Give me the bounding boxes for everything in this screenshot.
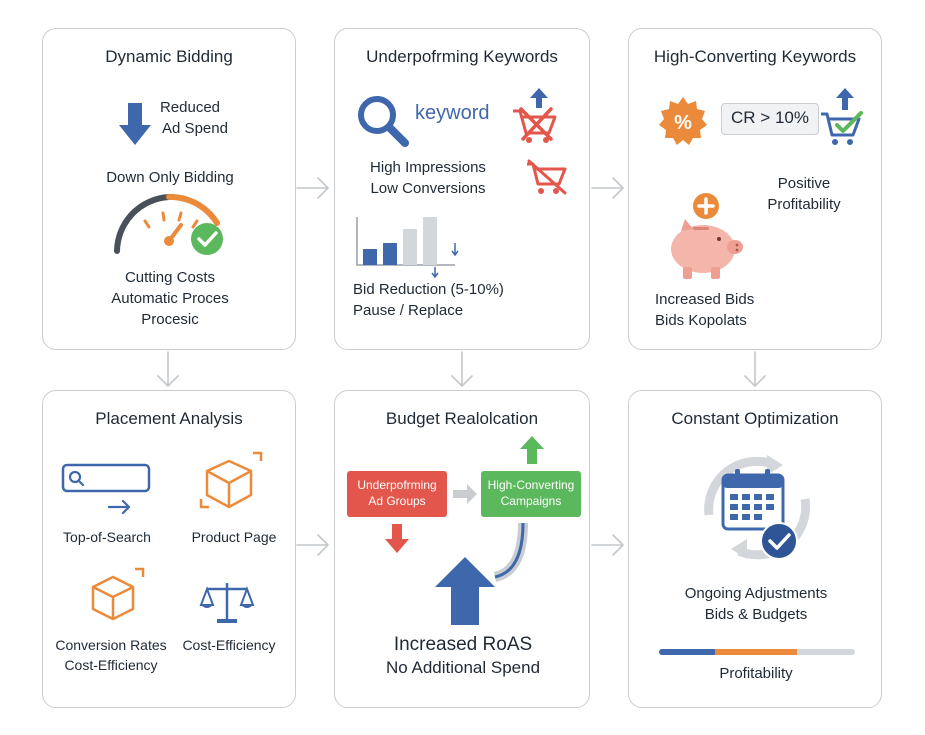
- high-box-text-2: Campaigns: [500, 494, 562, 508]
- roas-text-1: Increased RoAS: [393, 634, 533, 655]
- plus-icon: [693, 193, 719, 219]
- keyword-label: keyword: [415, 102, 490, 124]
- high-converting-campaigns-box: High-Converting Campaigns: [481, 471, 581, 517]
- box-icon: [91, 567, 145, 621]
- under-box-text-1: Underpofrming: [357, 478, 437, 492]
- bar-chart-icon: [356, 217, 459, 279]
- card-placement-analysis: Placement Analysis Top-of-Search Product…: [42, 390, 296, 708]
- increased-text-2: Bids Kopolats: [655, 312, 747, 329]
- cr-label: CR > 10%: [721, 103, 819, 135]
- calendar-icon: [721, 469, 785, 531]
- ongoing-text-1: Ongoing Adjustments: [684, 585, 828, 602]
- svg-text:%: %: [674, 112, 692, 134]
- bid-reduction-text-2: Pause / Replace: [353, 302, 464, 319]
- card-budget-reallocation: Budget Realolcation Underpofrming Ad Gro…: [334, 390, 590, 708]
- cart-check-icon: [821, 111, 863, 145]
- reduced-text-2: Ad Spend: [162, 120, 228, 137]
- ongoing-text-2: Bids & Budgets: [704, 606, 808, 623]
- card-title: Placement Analysis: [95, 409, 243, 428]
- cart-crossed-icon: [527, 159, 567, 195]
- card-underperforming-keywords: Underpofrming Keywords keyword High Impr…: [334, 28, 590, 350]
- top-of-search-text: Top-of-Search: [63, 529, 151, 545]
- increased-text-1: Increased Bids: [655, 291, 755, 308]
- card-constant-optimization: Constant Optimization Ongoing Adjustment…: [628, 390, 882, 708]
- cutting-text-2: Automatic Proces: [111, 290, 229, 307]
- card-title: Constant Optimization: [671, 409, 839, 428]
- underperforming-ad-groups-box: Underpofrming Ad Groups: [347, 471, 447, 517]
- down-arrow-icon: [385, 524, 409, 553]
- curved-arrow-icon: [493, 522, 528, 582]
- search-bar-icon: [61, 463, 151, 515]
- positive-text-1: Positive: [777, 175, 831, 192]
- high-box-text-1: High-Converting: [487, 478, 575, 492]
- box-icon: [199, 451, 263, 509]
- up-arrow-icon: [520, 436, 544, 464]
- impressions-text-1: High Impressions: [370, 159, 486, 176]
- up-arrow-icon: [530, 88, 548, 108]
- card-dynamic-bidding: Dynamic Bidding Reduced Ad Spend Down On…: [42, 28, 296, 350]
- profitability-text: Profitability: [719, 665, 793, 682]
- cutting-text-1: Cutting Costs: [124, 269, 216, 286]
- cart-crossed-icon: [513, 107, 557, 143]
- checkmark-icon: [760, 522, 798, 560]
- card-title: Budget Realolcation: [385, 409, 539, 428]
- bid-reduction-text-1: Bid Reduction (5-10%): [353, 281, 504, 298]
- scales-icon: [199, 583, 255, 623]
- checkmark-icon: [191, 223, 223, 255]
- up-arrow-icon: [836, 88, 854, 110]
- card-high-converting-keywords: High-Converting Keywords % CR > 10% Posi…: [628, 28, 882, 350]
- positive-text-2: Profitability: [767, 196, 841, 213]
- roas-text-2: No Additional Spend: [385, 658, 541, 677]
- card-title: High-Converting Keywords: [653, 47, 857, 66]
- reduced-text-1: Reduced: [159, 99, 221, 116]
- under-box-text-2: Ad Groups: [368, 494, 426, 508]
- product-page-text: Product Page: [191, 529, 277, 545]
- right-arrow-icon: [453, 484, 477, 504]
- magnifier-icon: [358, 96, 409, 147]
- speedometer-icon: [114, 193, 220, 254]
- conversion-text-1: Conversion Rates: [55, 637, 167, 653]
- percent-badge-icon: %: [659, 97, 707, 145]
- down-arrow-icon: [119, 103, 151, 145]
- conversion-text-2: Cost-Efficiency: [64, 657, 158, 673]
- impressions-text-2: Low Conversions: [370, 180, 486, 197]
- down-only-text: Down Only Bidding: [106, 169, 234, 186]
- cutting-text-3: Procesic: [141, 311, 199, 328]
- card-title: Underpofrming Keywords: [366, 47, 558, 66]
- progress-bar: [659, 649, 855, 655]
- cost-efficiency-text: Cost-Efficiency: [182, 637, 276, 653]
- piggy-bank-icon: [671, 219, 743, 279]
- card-title: Dynamic Bidding: [105, 47, 233, 66]
- big-up-arrow-icon: [435, 557, 495, 625]
